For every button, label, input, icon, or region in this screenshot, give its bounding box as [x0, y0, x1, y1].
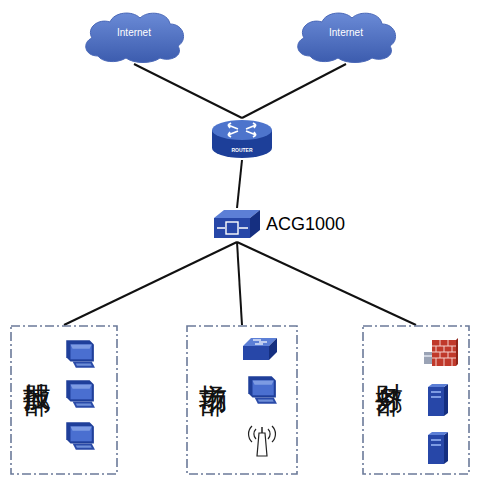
node-label: ROUTER	[210, 147, 274, 153]
department-box: 技服部	[10, 325, 118, 475]
device-front	[214, 218, 250, 238]
department-box: 市场部	[186, 325, 298, 475]
pc-icon	[66, 340, 95, 368]
router-node-outline	[210, 118, 274, 160]
department-box: 财务部	[362, 325, 470, 475]
network-link	[237, 242, 242, 325]
node-label: Internet	[78, 27, 190, 38]
dashed-border	[187, 326, 297, 474]
network-link	[134, 64, 242, 118]
department-box-outline	[10, 325, 118, 475]
acg-device-outline	[212, 208, 262, 242]
dashed-border	[363, 326, 469, 474]
pc-icon	[66, 422, 95, 450]
department-box-outline	[362, 325, 470, 475]
device-side	[250, 210, 260, 238]
network-link	[64, 242, 237, 325]
network-link	[237, 242, 416, 325]
internet-cloud: Internet	[290, 8, 402, 64]
switch-icon	[243, 338, 277, 360]
pc-icon	[248, 376, 277, 404]
dashed-border	[11, 326, 117, 474]
node-label: Internet	[290, 27, 402, 38]
network-link	[242, 64, 346, 118]
device-arrows	[217, 227, 248, 228]
internet-cloud: Internet	[78, 8, 190, 64]
router-arrows	[228, 123, 256, 137]
router-node: ROUTER	[210, 118, 274, 160]
server-icon	[428, 432, 448, 464]
department-box-outline	[186, 325, 298, 475]
server-icon	[428, 384, 448, 416]
department-name: 市场部	[196, 361, 228, 367]
router-top	[212, 120, 272, 140]
department-name: 财务部	[372, 361, 404, 367]
network-link	[237, 160, 242, 208]
wireless-ap-icon	[249, 426, 276, 456]
firewall-icon	[424, 338, 458, 366]
pc-icon	[66, 380, 95, 408]
department-name: 技服部	[20, 361, 52, 367]
acg-device: ACG1000	[212, 208, 262, 242]
device-label: ACG1000	[266, 214, 345, 235]
device-mark	[226, 222, 238, 234]
